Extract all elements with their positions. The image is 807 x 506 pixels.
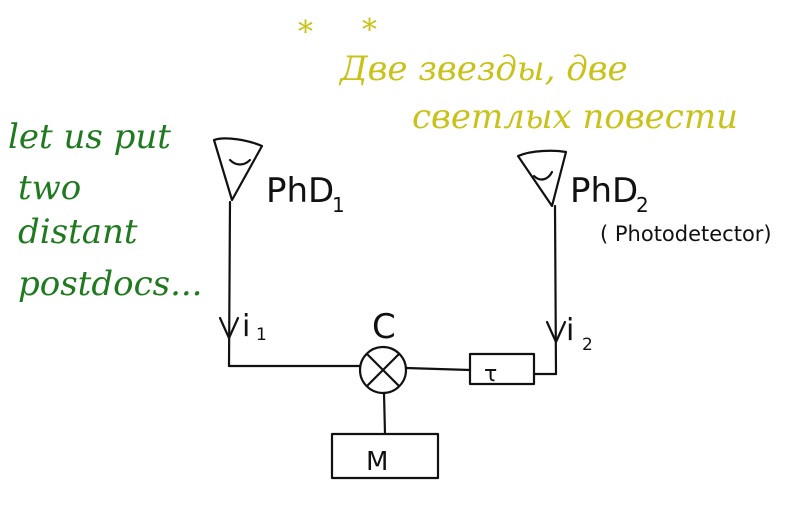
- current-2-subscript: 2: [582, 335, 593, 355]
- wire-left-vertical: [227, 200, 232, 368]
- correlator-label: C: [372, 307, 396, 347]
- note-left-line-3: distant: [18, 212, 138, 252]
- photodetector-1-subscript: 1: [332, 193, 345, 217]
- current-1-subscript: 1: [256, 325, 267, 345]
- delay-box: [468, 352, 536, 386]
- note-left-line-4: postdocs...: [18, 264, 203, 304]
- arrow-right-icon: [545, 320, 567, 344]
- meter-box: [330, 432, 440, 480]
- current-1-label: i: [242, 309, 250, 344]
- meter-label: M: [366, 447, 388, 477]
- arrow-left-icon: [218, 316, 240, 340]
- photodetector-2: [516, 149, 568, 208]
- star-1: *: [298, 15, 313, 50]
- photodetector-caption: ( Photodetector): [600, 222, 772, 246]
- wire-delay-to-correlator: [404, 366, 472, 372]
- star-2: *: [362, 13, 377, 48]
- photodetector-2-subscript: 2: [636, 193, 649, 217]
- note-left-line-2: two: [18, 168, 81, 208]
- wire-right-vertical: [553, 204, 558, 376]
- note-left-line-1: let us put: [8, 117, 171, 157]
- delay-label: τ: [484, 362, 497, 387]
- note-right-line-2: светлых повести: [412, 97, 738, 137]
- photodetector-2-label: PhD: [570, 171, 638, 211]
- photodetector-1: [212, 137, 264, 202]
- photodetector-1-label: PhD: [266, 171, 334, 211]
- correlator-multiplier-icon: [358, 345, 408, 395]
- note-right-line-1: Две звезды, две: [338, 49, 628, 89]
- current-2-label: i: [566, 313, 574, 348]
- wire-correlator-to-meter: [382, 391, 387, 436]
